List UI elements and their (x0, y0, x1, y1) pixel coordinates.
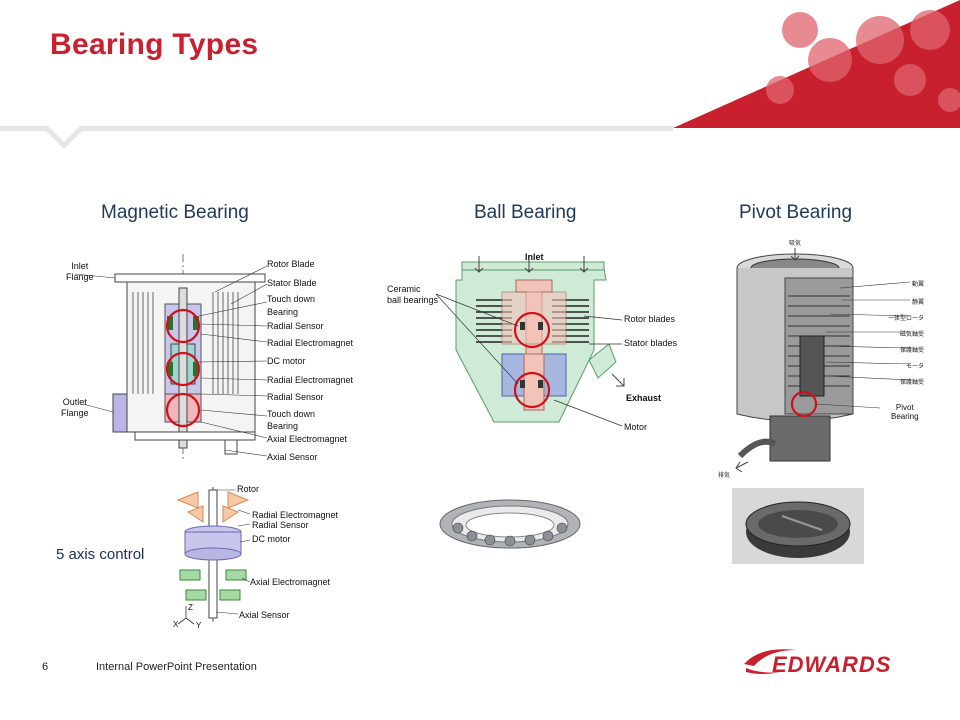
axis-label-axial-electromagnet: Axial Electromagnet (250, 577, 331, 587)
header-decoration (0, 0, 960, 149)
heading-magnetic-bearing: Magnetic Bearing (101, 202, 249, 223)
edwards-logo: EDWARDS (772, 652, 892, 677)
label-radial-electromagnet-2: Radial Electromagnet (267, 375, 354, 385)
edwards-logo-swoosh (744, 649, 796, 674)
heading-ball-bearing: Ball Bearing (474, 202, 577, 223)
axis-label-axial-sensor: Axial Sensor (239, 610, 290, 620)
ball-label-rotor-blades: Rotor blades (624, 314, 676, 324)
label-axial-sensor: Axial Sensor (267, 452, 318, 462)
ball-bearing-photo (439, 499, 581, 549)
magnetic-bearing-diagram (74, 254, 268, 462)
ball-label-exhaust: Exhaust (626, 393, 662, 403)
label-touch-down: Touch down (267, 294, 316, 304)
coord-z-label: Z (188, 603, 193, 612)
pivot-jp-label-7: 保護軸受 (900, 379, 925, 386)
pivot-jp-label-6: モータ (906, 363, 925, 370)
slide-title: Bearing Types (50, 28, 259, 61)
five-axis-diagram (176, 487, 251, 625)
label-touch-down-2: Touch down (267, 409, 316, 419)
label-bearing-2: Bearing (267, 421, 299, 431)
label-dc-motor: DC motor (267, 356, 306, 366)
footer-text: Internal PowerPoint Presentation (96, 661, 257, 673)
page-number: 6 (42, 661, 49, 673)
pivot-jp-label-2: 静翼 (912, 299, 925, 306)
pivot-bearing-diagram (735, 248, 911, 473)
label-radial-sensor: Radial Sensor (267, 321, 324, 331)
pivot-jp-label-3: 一体型ロータ (888, 315, 925, 322)
label-axial-electromagnet: Axial Electromagnet (267, 434, 348, 444)
ball-label-inlet: Inlet (525, 252, 544, 262)
pivot-jp-inlet: 吸気 (789, 240, 802, 247)
heading-pivot-bearing: Pivot Bearing (739, 202, 853, 223)
pivot-jp-label-1: 動翼 (912, 281, 925, 288)
label-radial-sensor-2: Radial Sensor (267, 392, 324, 402)
axis-label-radial-electromagnet: Radial Electromagnet (252, 510, 339, 520)
five-axis-caption: 5 axis control (56, 546, 145, 563)
label-rotor-blade: Rotor Blade (267, 259, 315, 269)
ball-bearing-diagram (435, 256, 625, 427)
pivot-jp-exhaust: 排気 (718, 472, 731, 479)
label-stator-blade: Stator Blade (267, 278, 317, 288)
coord-x-label: X (173, 620, 179, 629)
axis-label-radial-sensor: Radial Sensor (252, 520, 309, 530)
pivot-bearing-photo (732, 488, 864, 564)
pivot-jp-label-5: 保護軸受 (900, 347, 925, 354)
axis-label-rotor: Rotor (237, 484, 260, 494)
axis-label-dc-motor: DC motor (252, 534, 291, 544)
coord-y-label: Y (196, 621, 202, 630)
label-bearing: Bearing (267, 307, 299, 317)
ball-label-motor: Motor (624, 422, 648, 432)
pivot-jp-label-4: 磁気軸受 (900, 331, 925, 338)
ball-label-stator-blades: Stator blades (624, 338, 678, 348)
label-radial-electromagnet: Radial Electromagnet (267, 338, 354, 348)
